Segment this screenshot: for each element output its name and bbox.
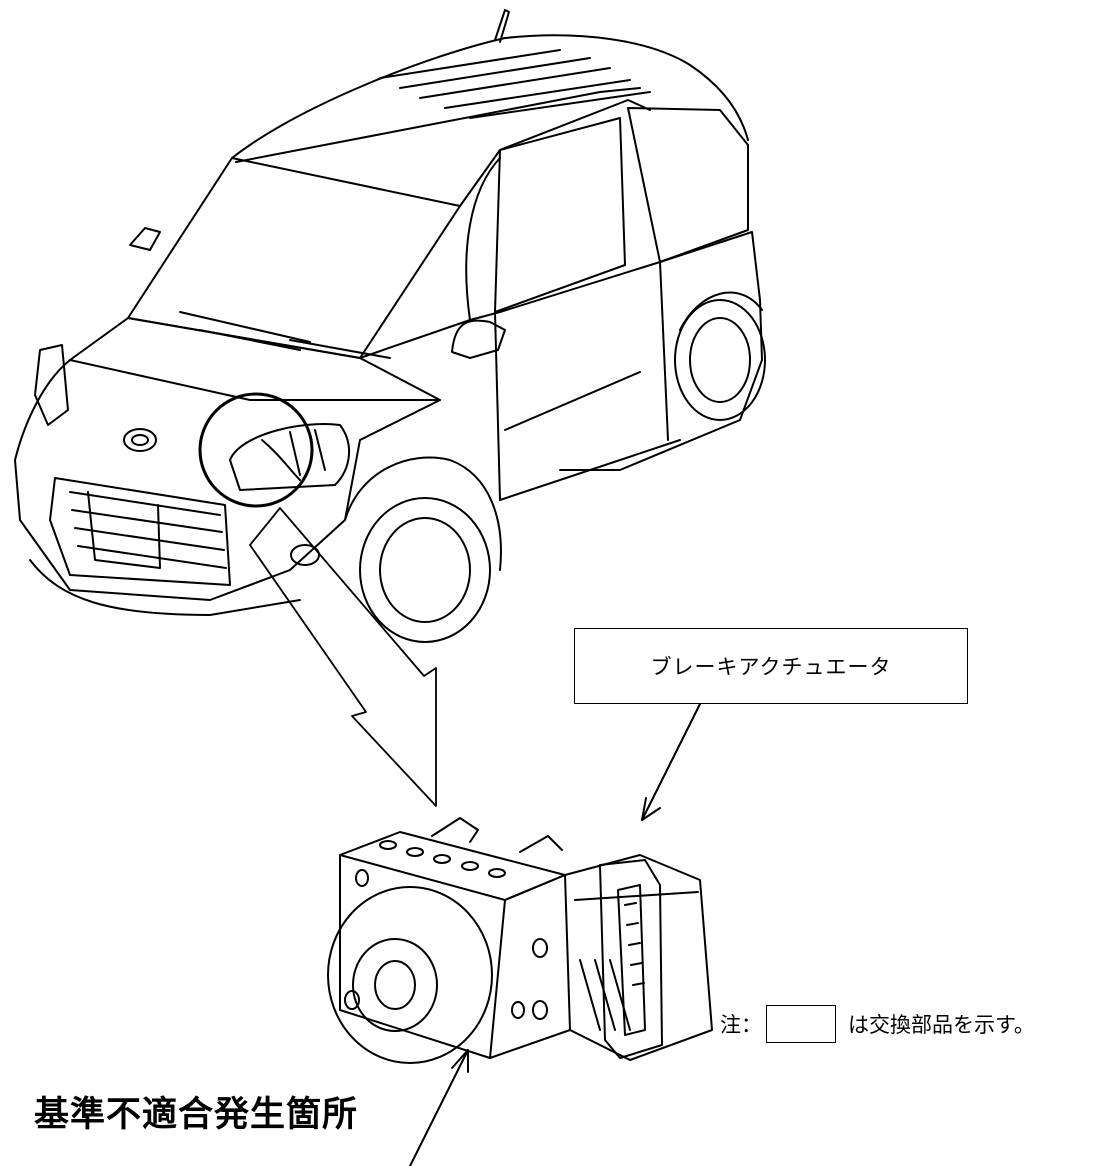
callout-label-box: ブレーキアクチュエータ — [574, 628, 968, 704]
callout-label: ブレーキアクチュエータ — [650, 655, 892, 679]
pointer-arrow — [249, 507, 437, 807]
legend-note-suffix: は交換部品を示す。 — [848, 1013, 1035, 1037]
car-illustration — [14, 9, 766, 643]
brake-actuator-illustration — [327, 817, 713, 1064]
detail-circle — [198, 392, 314, 508]
legend-note: 注： は交換部品を示す。 — [720, 1004, 1035, 1044]
legend-note-prefix: 注： — [720, 1013, 762, 1037]
caption-leader-line — [409, 1049, 469, 1166]
defect-location-caption: 基準不適合発生箇所 — [34, 1095, 359, 1135]
legend-swatch — [766, 1005, 836, 1043]
callout-leader-line — [641, 703, 701, 821]
